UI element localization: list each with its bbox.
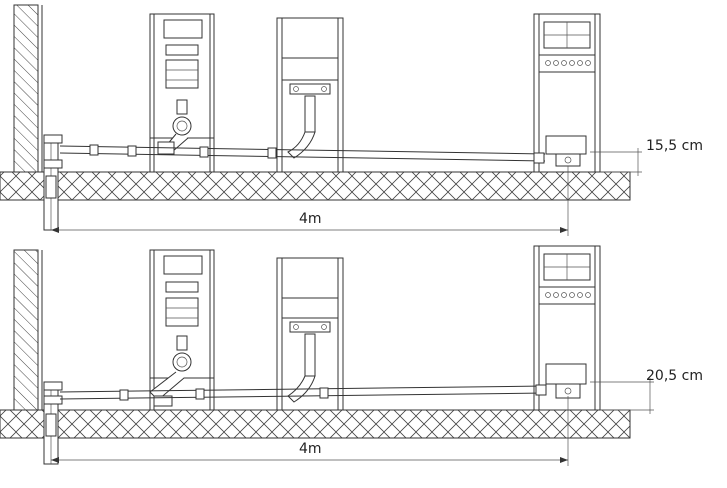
floor-crosshatch-icon (0, 171, 631, 201)
installation-frame-washbasin-icon (276, 17, 344, 173)
panel-bottom: 20,5 cm 4m (0, 245, 703, 466)
installation-frame-wc-icon (149, 249, 215, 411)
length-dimension-bottom: 4m (51, 396, 569, 466)
wall-hatch-icon (13, 249, 39, 411)
floor-crosshatch-icon (0, 409, 631, 439)
length-label-bottom: 4m (299, 441, 322, 457)
installation-frame-shower-icon (533, 13, 601, 173)
height-dimension-bottom: 20,5 cm (590, 368, 703, 414)
height-dimension-top: 15,5 cm (590, 138, 703, 176)
wall-hatch-icon (13, 4, 39, 173)
installation-frame-shower-icon (533, 245, 601, 411)
length-label-top: 4m (299, 211, 322, 227)
length-dimension-top: 4m (51, 166, 569, 236)
height-label-bottom: 20,5 cm (646, 368, 703, 384)
height-label-top: 15,5 cm (646, 138, 703, 154)
panel-top: 15,5 cm 4m (0, 4, 703, 236)
drain-pipe-horizontal (59, 144, 546, 164)
installation-frame-washbasin-icon (276, 257, 344, 411)
drain-pipe-horizontal (59, 384, 547, 401)
